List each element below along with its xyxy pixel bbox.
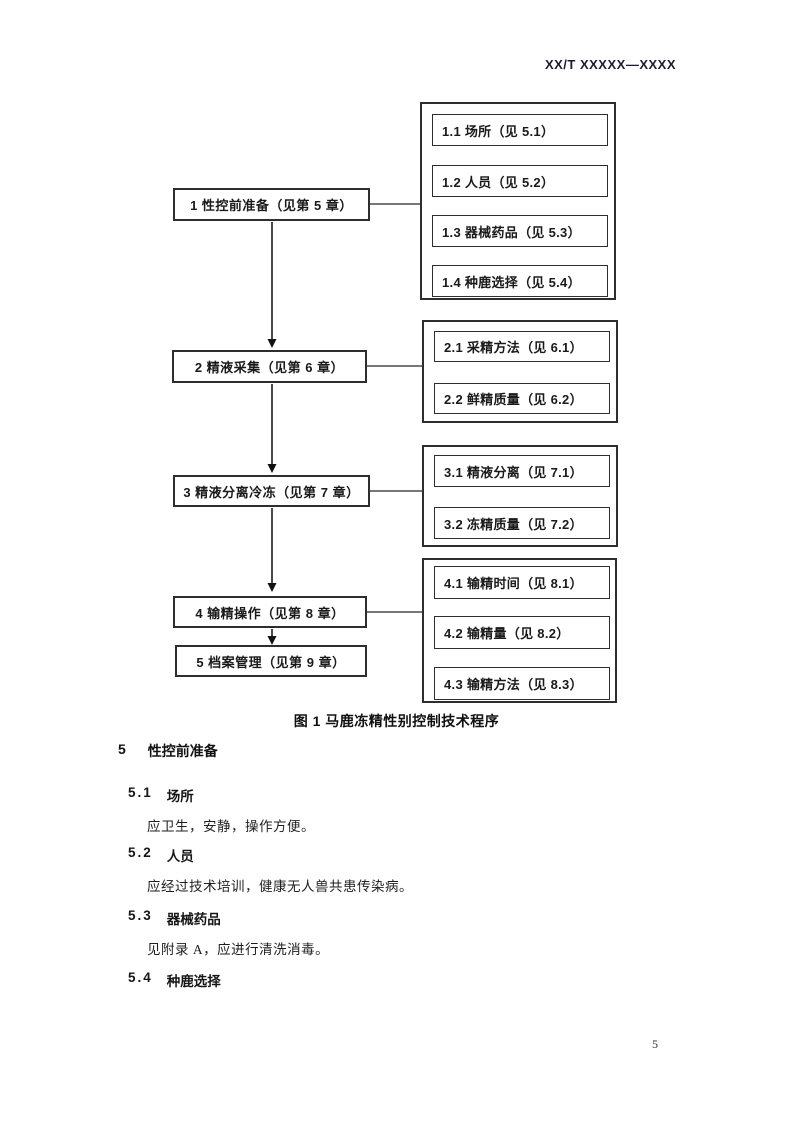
flow-sub-box-3-1: 3.1 精液分离（见 7.1） [434,455,610,487]
flow-sub-box-1-3: 1.3 器械药品（见 5.3） [432,215,608,247]
chapter-heading: 5 性控前准备 [118,741,218,761]
flowchart-connectors [267,146,525,664]
paragraph-5-2: 应经过技术培训，健康无人兽共患传染病。 [147,879,413,894]
subsection-title: 人员 [166,849,194,864]
paragraph-5-1: 应卫生，安静，操作方便。 [147,819,315,834]
chapter-number: 5 [118,741,126,757]
subsection-number: 5.1 [128,785,153,800]
flow-sub-box-4-3: 4.3 输精方法（见 8.3） [434,667,610,700]
flow-main-box-3: 3 精液分离冷冻（见第 7 章） [173,475,370,507]
subsection-heading-5-2: 5.2 人员 [128,845,194,865]
flow-sub-box-1-4: 1.4 种鹿选择（见 5.4） [432,265,608,297]
flow-sub-box-1-1: 1.1 场所（见 5.1） [432,114,608,146]
flow-group-1: 1.1 场所（见 5.1） 1.2 人员（见 5.2） 1.3 器械药品（见 5… [420,102,616,300]
flow-sub-box-2-1: 2.1 采精方法（见 6.1） [434,331,610,362]
flow-sub-box-4-1: 4.1 输精时间（见 8.1） [434,566,610,599]
subsection-title: 场所 [166,789,194,804]
document-code: XX/T XXXXX—XXXX [544,57,676,72]
flow-sub-box-3-2: 3.2 冻精质量（见 7.2） [434,507,610,539]
figure-caption: 图 1 马鹿冻精性别控制技术程序 [293,713,500,729]
flow-main-box-2: 2 精液采集（见第 6 章） [172,350,367,383]
flow-main-box-1: 1 性控前准备（见第 5 章） [173,188,370,221]
flow-group-4: 4.1 输精时间（见 8.1） 4.2 输精量（见 8.2） 4.3 输精方法（… [422,558,617,703]
flow-sub-box-1-2: 1.2 人员（见 5.2） [432,165,608,197]
subsection-title: 器械药品 [166,912,221,927]
subsection-number: 5.2 [128,845,153,860]
chapter-title: 性控前准备 [147,743,218,759]
paragraph-5-3: 见附录 A，应进行清洗消毒。 [147,942,330,957]
flow-sub-box-2-2: 2.2 鲜精质量（见 6.2） [434,383,610,414]
flow-main-box-4: 4 输精操作（见第 8 章） [173,596,367,628]
flow-main-box-5: 5 档案管理（见第 9 章） [175,645,367,677]
subsection-heading-5-4: 5.4 种鹿选择 [128,970,221,990]
flow-sub-box-4-2: 4.2 输精量（见 8.2） [434,616,610,649]
subsection-heading-5-3: 5.3 器械药品 [128,908,221,928]
flow-group-3: 3.1 精液分离（见 7.1） 3.2 冻精质量（见 7.2） [422,445,618,547]
page-number: 5 [652,1037,658,1051]
subsection-number: 5.4 [128,970,153,985]
subsection-heading-5-1: 5.1 场所 [128,785,194,805]
flow-group-2: 2.1 采精方法（见 6.1） 2.2 鲜精质量（见 6.2） [422,320,618,423]
subsection-number: 5.3 [128,908,153,923]
subsection-title: 种鹿选择 [166,974,221,989]
